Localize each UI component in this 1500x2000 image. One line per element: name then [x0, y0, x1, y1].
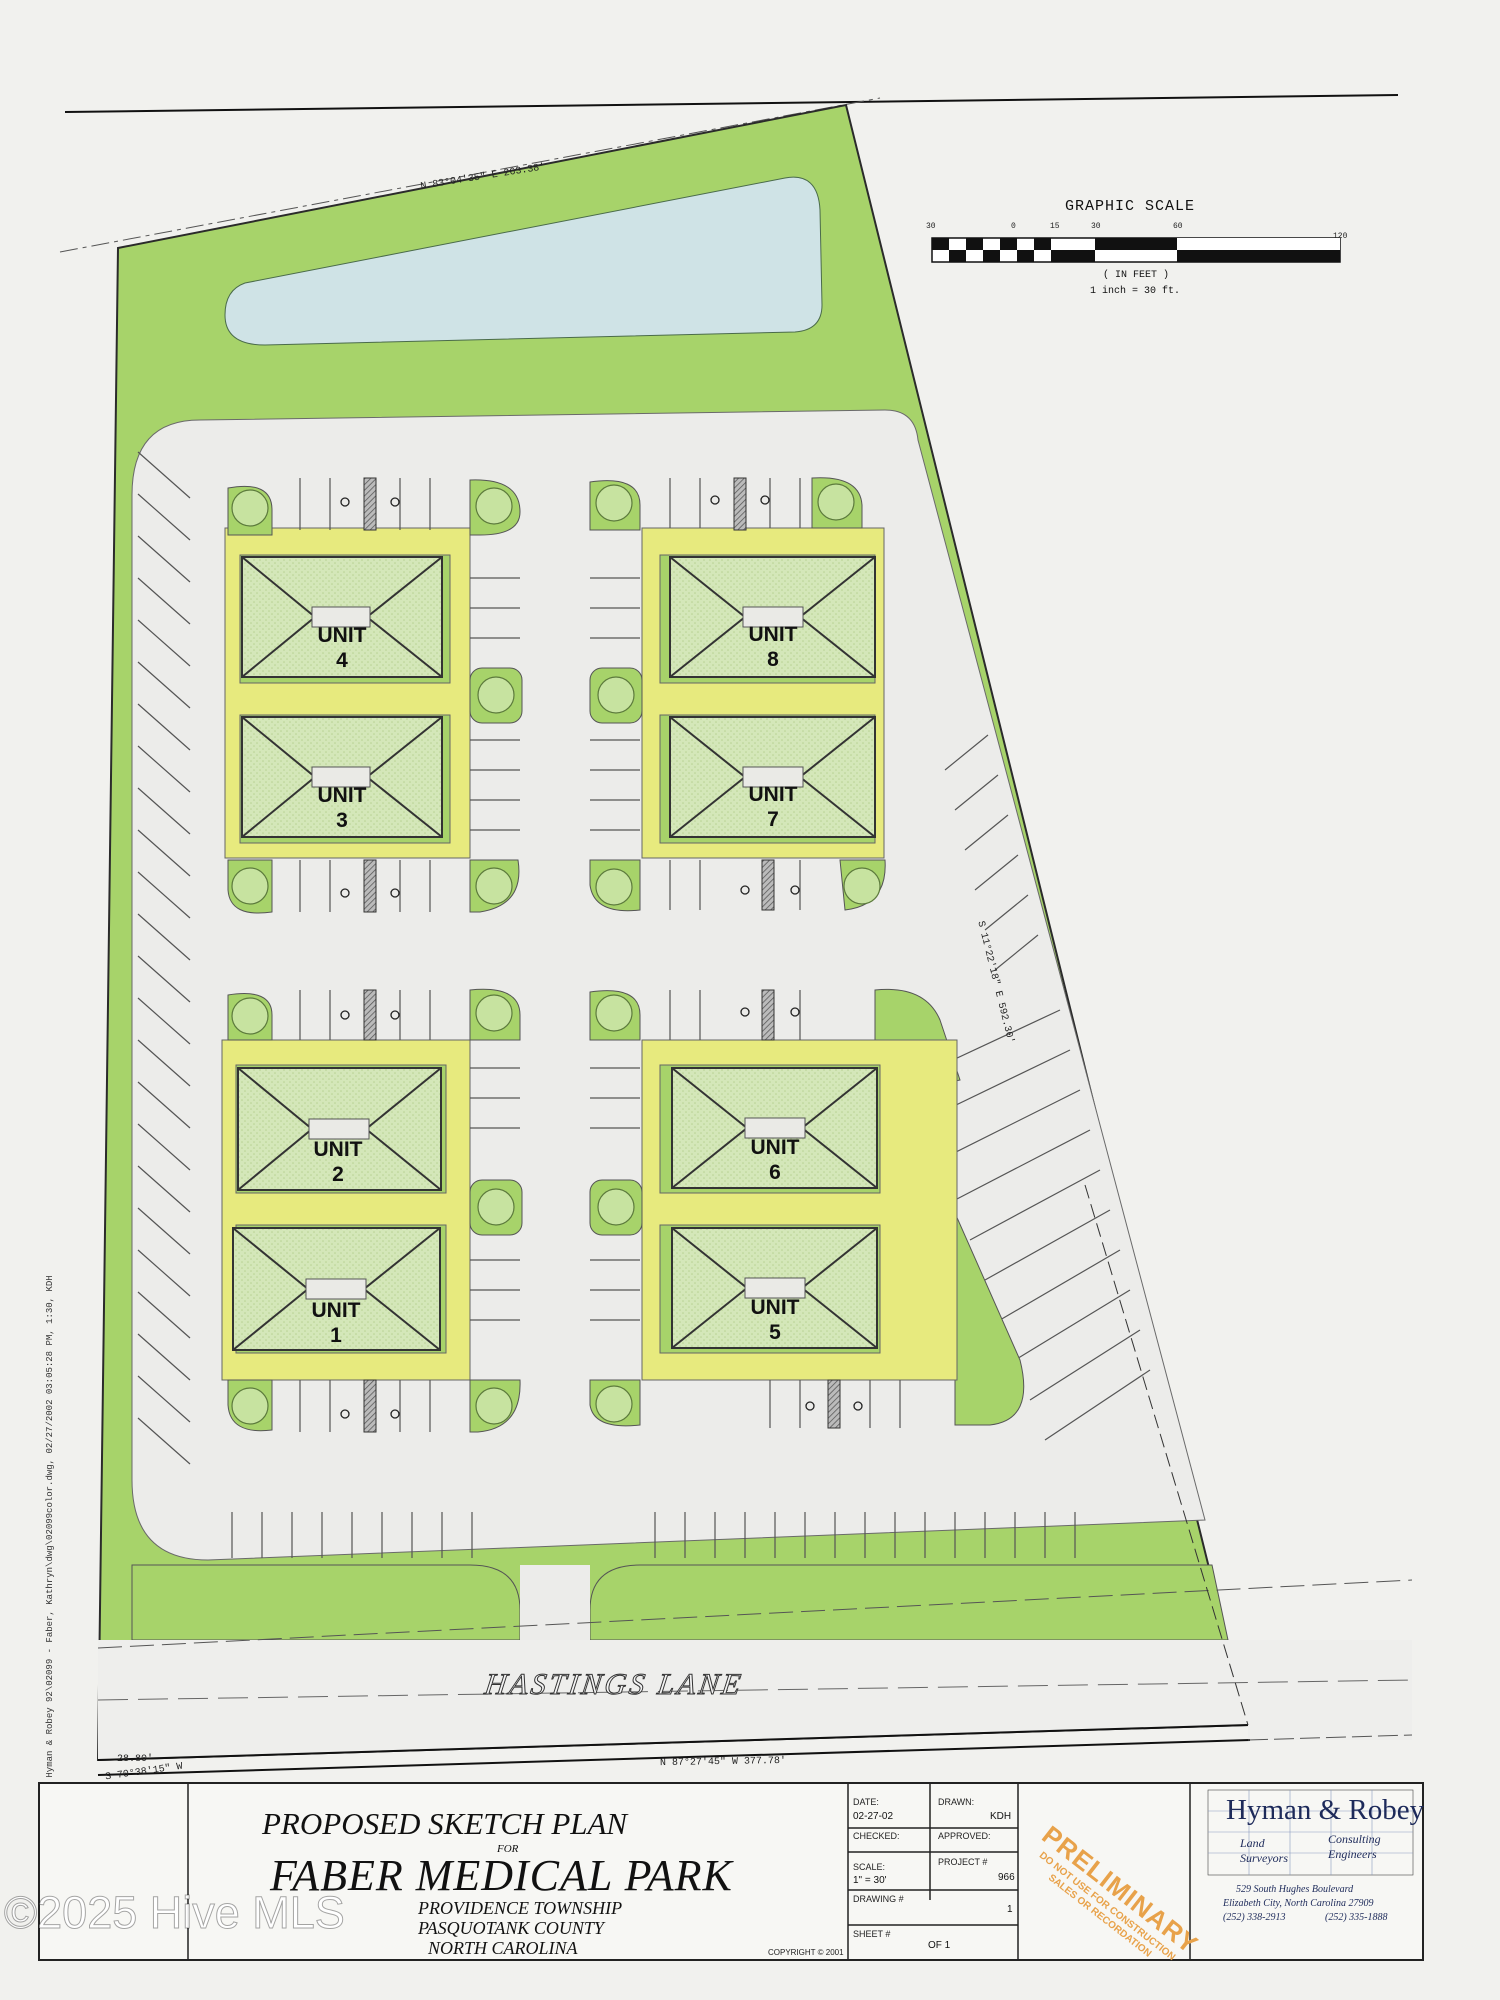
building-unit-2: [237, 1067, 442, 1191]
date-value: 02-27-02: [853, 1811, 894, 1822]
sheet-value: OF 1: [928, 1940, 951, 1951]
sheet-label: SHEET #: [853, 1929, 891, 1939]
scale-tick-15: 15: [1050, 222, 1060, 231]
bearing-southwest-distance: 28.80': [117, 1754, 154, 1765]
scale-label: SCALE:: [853, 1862, 886, 1872]
adjacent-line: [59, 97, 881, 253]
retention-pond: [224, 176, 823, 346]
date-label: DATE:: [853, 1797, 879, 1807]
scale-tick-0: 0: [1011, 222, 1016, 231]
scale-value: 1" = 30': [853, 1875, 887, 1886]
south-property-line: [97, 1739, 1251, 1776]
building-unit-4: [241, 556, 443, 678]
accessible-aisles: [363, 477, 841, 1433]
project-name: FABER MEDICAL PARK: [270, 1851, 733, 1900]
scale-tick-30b: 30: [1091, 222, 1101, 231]
accessible-symbols: [340, 495, 863, 1419]
firm-address: 529 South Hughes Boulevard: [1236, 1884, 1354, 1895]
plan-title-for: FOR: [497, 1843, 519, 1855]
firm-phone-1: (252) 338-2913: [1223, 1912, 1286, 1923]
state: NORTH CAROLINA: [428, 1938, 578, 1958]
building-unit-8: [669, 556, 876, 678]
drawing-value: 1: [1007, 1904, 1013, 1915]
scale-tick-120: 120: [1333, 232, 1348, 241]
checked-label: CHECKED:: [853, 1831, 900, 1841]
road-label: HASTINGS LANE: [482, 1668, 746, 1702]
firm-sub-surveyors: Land Surveyors: [1240, 1836, 1288, 1865]
county: PASQUOTANK COUNTY: [418, 1918, 604, 1938]
firm-phone-2: (252) 335-1888: [1325, 1912, 1388, 1923]
firm-city: Elizabeth City, North Carolina 27909: [1223, 1898, 1374, 1909]
scale-units: ( IN FEET ): [1103, 270, 1170, 281]
plan-title: PROPOSED SKETCH PLAN: [262, 1806, 628, 1841]
firm-sub-engineers: Consulting Engineers: [1328, 1832, 1381, 1861]
entrance-island-right: [589, 1564, 1229, 1641]
scale-ratio: 1 inch = 30 ft.: [1090, 286, 1181, 297]
building-unit-3: [241, 716, 443, 838]
parking-stripes-left: [137, 451, 191, 1465]
project-value: 966: [998, 1872, 1015, 1883]
building-unit-7: [669, 716, 876, 838]
title-block: [38, 1782, 1424, 1961]
building-unit-1: [232, 1227, 441, 1351]
copyright: COPYRIGHT © 2001: [768, 1948, 844, 1957]
entrance-drive: [520, 1565, 590, 1645]
property-line-top: [64, 94, 1399, 113]
drawn-label: DRAWN:: [938, 1797, 975, 1807]
building-unit-6: [671, 1067, 878, 1189]
building-parking-stalls: [299, 478, 901, 1432]
parking-stripes-bottom: [231, 1512, 1076, 1558]
building-unit-5: [671, 1227, 878, 1349]
drawn-value: KDH: [990, 1811, 1012, 1822]
township: PROVIDENCE TOWNSHIP: [418, 1898, 623, 1918]
scale-tick-30a: 30: [926, 222, 936, 231]
firm-name: Hyman & Robey: [1226, 1794, 1425, 1826]
file-path-note: 11Sm: Hyman & Robey 92\02099 - Faber, Ka…: [45, 1275, 55, 1810]
approved-label: APPROVED:: [938, 1831, 991, 1841]
drawing-label: DRAWING #: [853, 1894, 904, 1904]
scale-tick-60: 60: [1173, 222, 1183, 231]
tree-symbols: [231, 483, 881, 1425]
mls-watermark: ©2025 Hive MLS: [4, 1887, 346, 1939]
parking-stripes-right: [909, 734, 1151, 1441]
graphic-scale-bar: [931, 237, 1341, 263]
project-label: PROJECT #: [938, 1857, 988, 1867]
graphic-scale-title: GRAPHIC SCALE: [1065, 198, 1196, 215]
bearing-south: N 87°27'45" W 377.78': [659, 1755, 787, 1770]
